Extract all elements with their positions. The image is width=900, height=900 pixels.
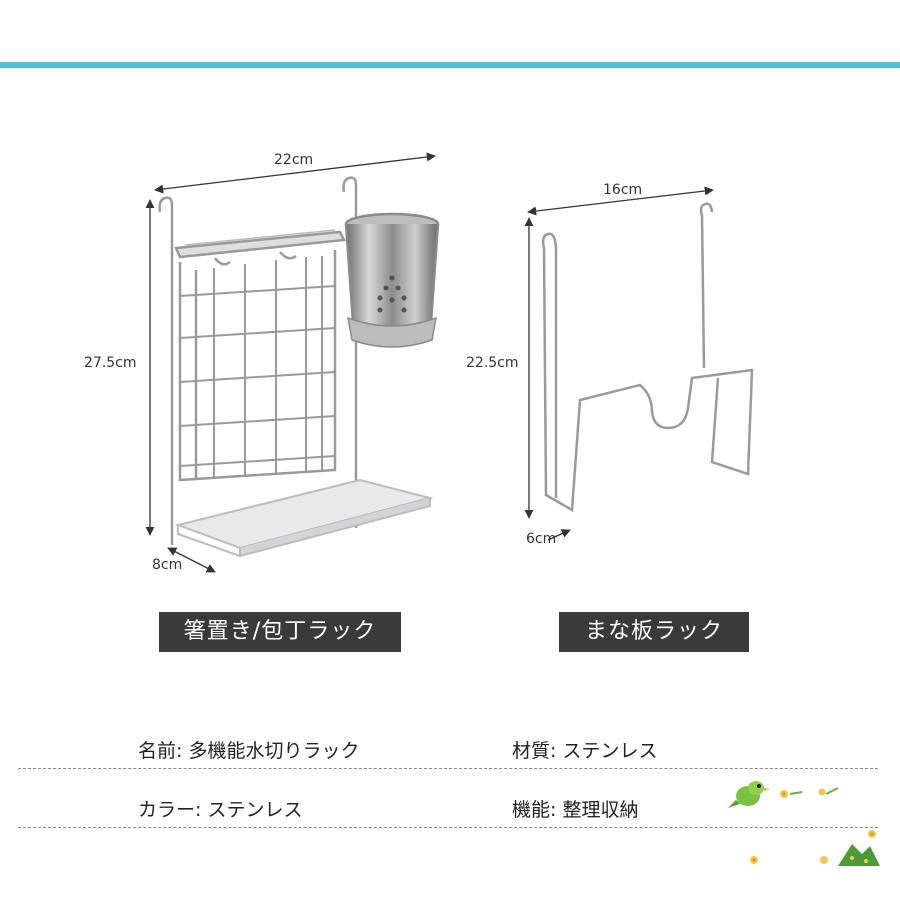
spec-material: 材質: ステンレス <box>512 740 658 762</box>
spec-color: カラー: ステンレス <box>138 799 303 821</box>
depth-dimension-line <box>167 547 216 573</box>
board-width-dimension-line <box>527 186 714 216</box>
left-height-label: 27.5cm <box>84 355 137 371</box>
spec-function: 機能: 整理収納 <box>512 799 639 821</box>
cutting-board-rack-label: まな板ラック <box>559 612 749 652</box>
right-height-label: 22.5cm <box>466 355 519 371</box>
spec-name: 名前: 多機能水切りラック <box>138 740 360 762</box>
width-dimension-line <box>154 152 436 194</box>
spec-row-2: カラー: ステンレス 機能: 整理収納 <box>18 787 878 828</box>
knife-rack-label: 箸置き/包丁ラック <box>159 612 401 652</box>
right-depth-label: 6cm <box>526 531 556 547</box>
right-width-label: 16cm <box>603 182 642 198</box>
cutting-board-rack-illustration <box>541 202 754 513</box>
board-depth-dimension-line <box>547 529 571 541</box>
accent-bar <box>0 62 900 68</box>
left-width-label: 22cm <box>274 152 313 168</box>
knife-rack-illustration <box>158 176 440 558</box>
left-depth-label: 8cm <box>152 557 182 573</box>
spec-row-1: 名前: 多機能水切りラック 材質: ステンレス <box>18 728 878 769</box>
bird-flower-icon <box>728 781 880 866</box>
